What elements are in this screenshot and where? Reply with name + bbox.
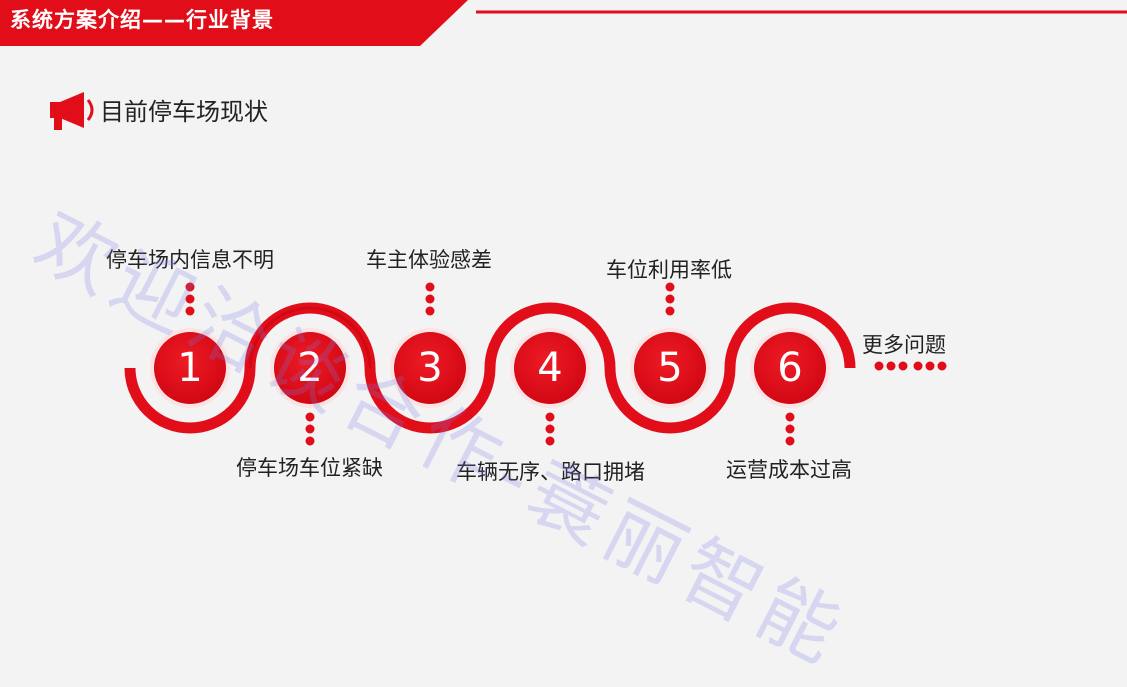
step-circle-2 [274, 332, 346, 404]
header-band [0, 0, 468, 46]
step-label-2: 停车场车位紧缺 [236, 456, 383, 480]
step-number-2: 2 [297, 345, 323, 391]
step-circle-1 [154, 332, 226, 404]
step-number-6: 6 [777, 345, 803, 391]
step-circle-3 [394, 332, 466, 404]
connector-dot-3-1 [425, 282, 435, 292]
connector-dot-4-1 [545, 412, 555, 422]
more-dot-4 [913, 361, 923, 371]
connector-dot-6-3 [785, 436, 795, 446]
step-circle-4 [514, 332, 586, 404]
megaphone-icon [50, 92, 94, 130]
connector-dot-3-2 [425, 294, 435, 304]
step-label-4: 车辆无序、路口拥堵 [456, 460, 645, 484]
connector-dot-1-3 [185, 306, 195, 316]
connector-dot-2-1 [305, 412, 315, 422]
connector-dot-6-2 [785, 424, 795, 434]
step-label-3: 车主体验感差 [366, 248, 492, 272]
step-number-1: 1 [177, 345, 203, 391]
connector-dot-2-3 [305, 436, 315, 446]
connector-dot-5-3 [665, 306, 675, 316]
connector-dot-4-2 [545, 424, 555, 434]
wave-connector [124, 302, 856, 434]
more-issues-label: 更多问题 [862, 333, 946, 357]
connector-dot-3-3 [425, 306, 435, 316]
connector-dot-4-3 [545, 436, 555, 446]
wave-shade [248, 306, 372, 369]
step-circle-6 [754, 332, 826, 404]
more-dot-2 [886, 361, 896, 371]
step-label-6: 运营成本过高 [726, 458, 852, 482]
step-label-5: 车位利用率低 [606, 258, 732, 282]
more-dot-1 [874, 361, 884, 371]
connector-dot-6-1 [785, 412, 795, 422]
section-title: 目前停车场现状 [100, 98, 268, 126]
more-dot-6 [937, 361, 947, 371]
step-circles [150, 328, 830, 408]
connector-dot-1-2 [185, 294, 195, 304]
connector-dot-5-1 [665, 282, 675, 292]
step-number-4: 4 [537, 345, 563, 391]
connector-dots [185, 282, 947, 446]
connector-dot-5-2 [665, 294, 675, 304]
connector-dot-2-2 [305, 424, 315, 434]
step-number-5: 5 [657, 345, 683, 391]
connector-dot-1-1 [185, 282, 195, 292]
more-dot-3 [898, 361, 908, 371]
header-title: 系统方案介绍——行业背景 [10, 8, 274, 32]
slide-graphics [0, 0, 1127, 446]
step-number-3: 3 [417, 345, 443, 391]
step-label-1: 停车场内信息不明 [106, 248, 274, 272]
more-dot-5 [925, 361, 935, 371]
step-circle-5 [634, 332, 706, 404]
